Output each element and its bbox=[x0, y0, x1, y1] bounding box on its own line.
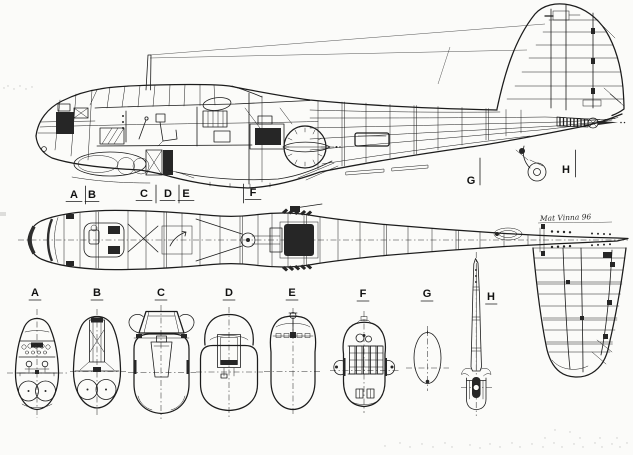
tailwheel-housing-section bbox=[466, 377, 487, 410]
fin-spars bbox=[550, 4, 567, 111]
cross-section-label-f: F bbox=[360, 288, 367, 300]
fin-ribs bbox=[506, 19, 625, 100]
tailplane-spars bbox=[562, 247, 584, 373]
station-label-f: F bbox=[250, 187, 257, 199]
tail-sting bbox=[598, 121, 618, 125]
dorsal-gun-mount bbox=[290, 206, 300, 212]
bomb-cell-right bbox=[35, 380, 56, 402]
instrument-panel-section bbox=[18, 340, 56, 358]
artist-signature: Mat Vinna 96 bbox=[539, 212, 592, 223]
engine-plan bbox=[284, 224, 314, 256]
pilot-seat bbox=[159, 121, 178, 142]
wheel-well-plan bbox=[240, 232, 256, 248]
cross-section-label-c: C bbox=[157, 287, 165, 299]
plan-view: Mat Vinna 96 bbox=[18, 203, 630, 378]
cross-section-g bbox=[406, 326, 449, 391]
windscreen-band bbox=[46, 218, 54, 262]
fuel-tank bbox=[73, 151, 147, 177]
cockpit-opening-plan bbox=[83, 222, 125, 258]
canopy-section bbox=[138, 310, 185, 334]
cross-section-label-g: G bbox=[423, 288, 432, 300]
station-label-b: B bbox=[88, 189, 96, 201]
tail-fin bbox=[496, 3, 625, 117]
access-hatch bbox=[354, 132, 390, 147]
cross-section-f bbox=[330, 311, 399, 413]
fin-cap-bolts bbox=[550, 230, 611, 249]
cross-section-label-b: B bbox=[93, 287, 101, 299]
engine-block bbox=[255, 128, 281, 145]
tail-fairing-stripes bbox=[559, 117, 586, 127]
station-label-h: H bbox=[562, 164, 570, 176]
cross-section-c bbox=[128, 305, 196, 419]
station-label-g: G bbox=[467, 175, 476, 187]
tailplane-ribs bbox=[534, 257, 626, 353]
scan-noise-dots bbox=[0, 85, 628, 449]
tailwheel-strut bbox=[522, 145, 531, 169]
side-blister-left bbox=[333, 360, 344, 376]
antenna-wires bbox=[149, 23, 546, 85]
station-markers: A B C D E F G H bbox=[65, 149, 576, 205]
cross-section-d bbox=[196, 307, 263, 417]
cross-section-e bbox=[264, 308, 322, 416]
cross-section-b bbox=[70, 309, 126, 415]
nose-port bbox=[41, 146, 47, 152]
tailplane-plan bbox=[532, 247, 627, 378]
fuselage-plan-outline bbox=[27, 209, 629, 271]
cross-section-label-e: E bbox=[288, 287, 295, 299]
nose-cap bbox=[28, 225, 36, 255]
cross-section-label-a: A bbox=[31, 287, 39, 299]
plan-frames bbox=[63, 210, 529, 270]
fuselage-top-outline bbox=[35, 83, 498, 137]
cross-section-h bbox=[461, 252, 492, 416]
wing-root-fairing bbox=[175, 160, 333, 181]
hatch-arrow bbox=[169, 231, 187, 247]
exhaust-stubs bbox=[282, 208, 313, 272]
station-label-a: A bbox=[70, 189, 78, 201]
pilot-seat-headrest bbox=[155, 113, 166, 123]
equipment-box-section bbox=[217, 334, 241, 368]
radio-rack bbox=[56, 112, 74, 134]
cross-brace-plan bbox=[127, 223, 159, 253]
cross-section-label-h: H bbox=[487, 291, 495, 303]
station-label-d: D bbox=[164, 188, 172, 200]
canopy-aperture bbox=[202, 97, 232, 111]
side-blister-right bbox=[384, 360, 396, 376]
bomb-cell-left bbox=[18, 380, 39, 402]
station-label-c: C bbox=[140, 188, 148, 200]
cross-sections-row: A B C D E F G H bbox=[7, 252, 498, 419]
control-stick bbox=[144, 116, 149, 121]
tailwheel bbox=[527, 162, 547, 182]
side-view: A B C D E F G H bbox=[35, 3, 626, 205]
rear-frames bbox=[317, 100, 522, 170]
tailwheel-bay-plan bbox=[493, 227, 523, 241]
antenna-mast bbox=[145, 54, 152, 91]
longerons bbox=[309, 109, 619, 165]
station-label-e: E bbox=[182, 188, 189, 200]
fuselage-bottom-outline bbox=[35, 113, 623, 189]
cross-section-label-d: D bbox=[225, 287, 233, 299]
seat-section bbox=[150, 341, 173, 378]
cockpit-floor bbox=[96, 144, 253, 147]
cross-section-a bbox=[7, 309, 67, 418]
radiator-cylinders bbox=[349, 345, 384, 375]
